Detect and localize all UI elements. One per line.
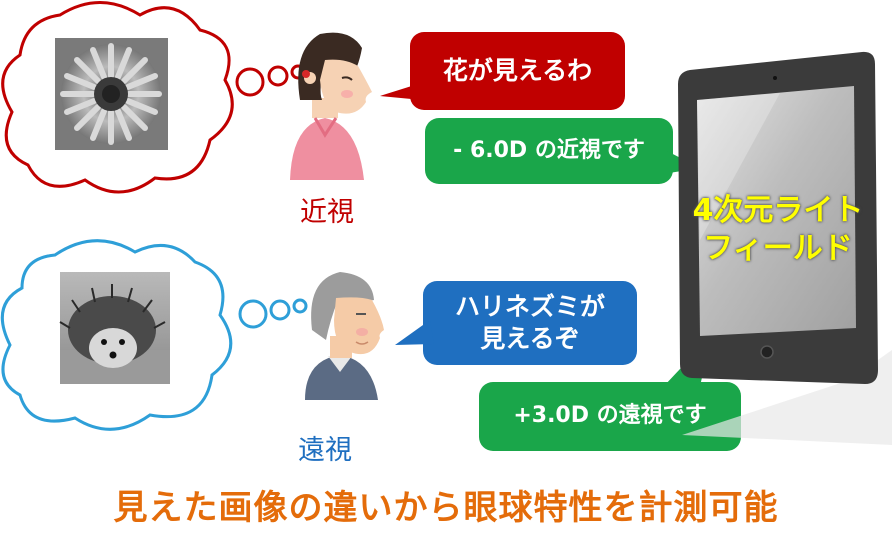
tablet-device (678, 51, 892, 445)
hyperopia-speech-line1: ハリネズミが (454, 292, 605, 321)
man-figure (305, 272, 384, 400)
caption: 見えた画像の違いから眼球特性を計測可能 (113, 488, 779, 528)
hedgehog-photo (59, 272, 170, 384)
display-line1: 4次元ライト (692, 192, 864, 228)
hyperopia-diagnosis-text: +3.0D の遠視です (513, 403, 707, 429)
myopia-speech-text: 花が見えるわ (442, 56, 593, 85)
hyperopia-speech-text: ハリネズミが 見えるぞ (423, 281, 637, 365)
light-field-display-text: 4次元ライト フィールド (688, 180, 868, 280)
hyperopia-label: 遠視 (298, 435, 352, 466)
woman-figure (290, 32, 372, 180)
hyperopia-speech-line2: 見えるぞ (480, 324, 580, 353)
myopia-label: 近視 (300, 197, 354, 228)
flower-photo (55, 38, 168, 150)
display-line2: フィールド (703, 231, 853, 266)
myopia-speech-bubble-shape (380, 32, 625, 110)
myopia-diagnosis-text: - 6.0D の近視です (453, 137, 645, 163)
hyperopia-speech-bubble-shape (395, 281, 637, 365)
